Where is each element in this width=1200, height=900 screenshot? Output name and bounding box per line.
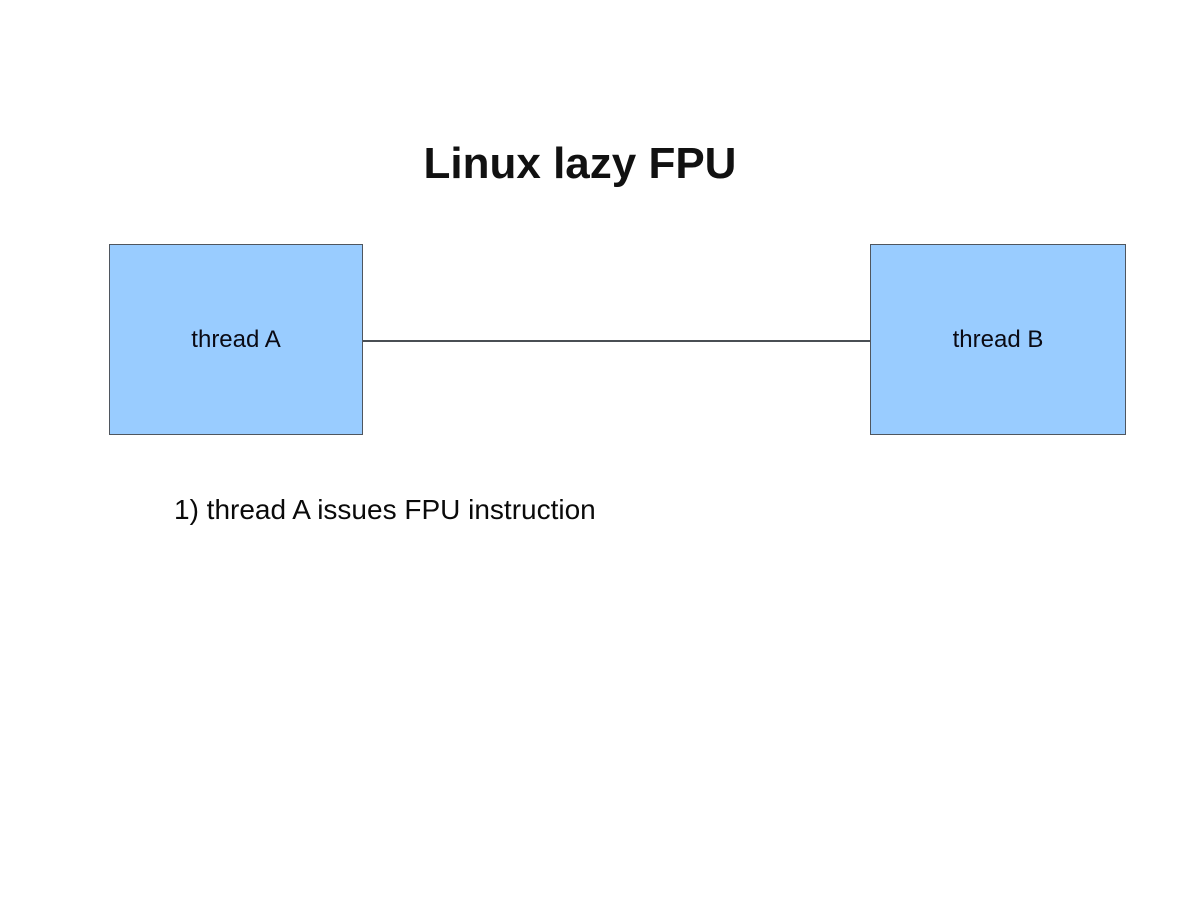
slide-title: Linux lazy FPU	[423, 139, 737, 188]
node-thread-b-label: thread B	[952, 325, 1044, 353]
node-thread-b: thread B	[870, 244, 1126, 435]
node-thread-a: thread A	[109, 244, 363, 435]
step-caption: 1) thread A issues FPU instruction	[174, 494, 596, 525]
node-thread-a-label: thread A	[191, 325, 281, 353]
connector-line-thread-a-to-thread-b	[363, 340, 870, 342]
